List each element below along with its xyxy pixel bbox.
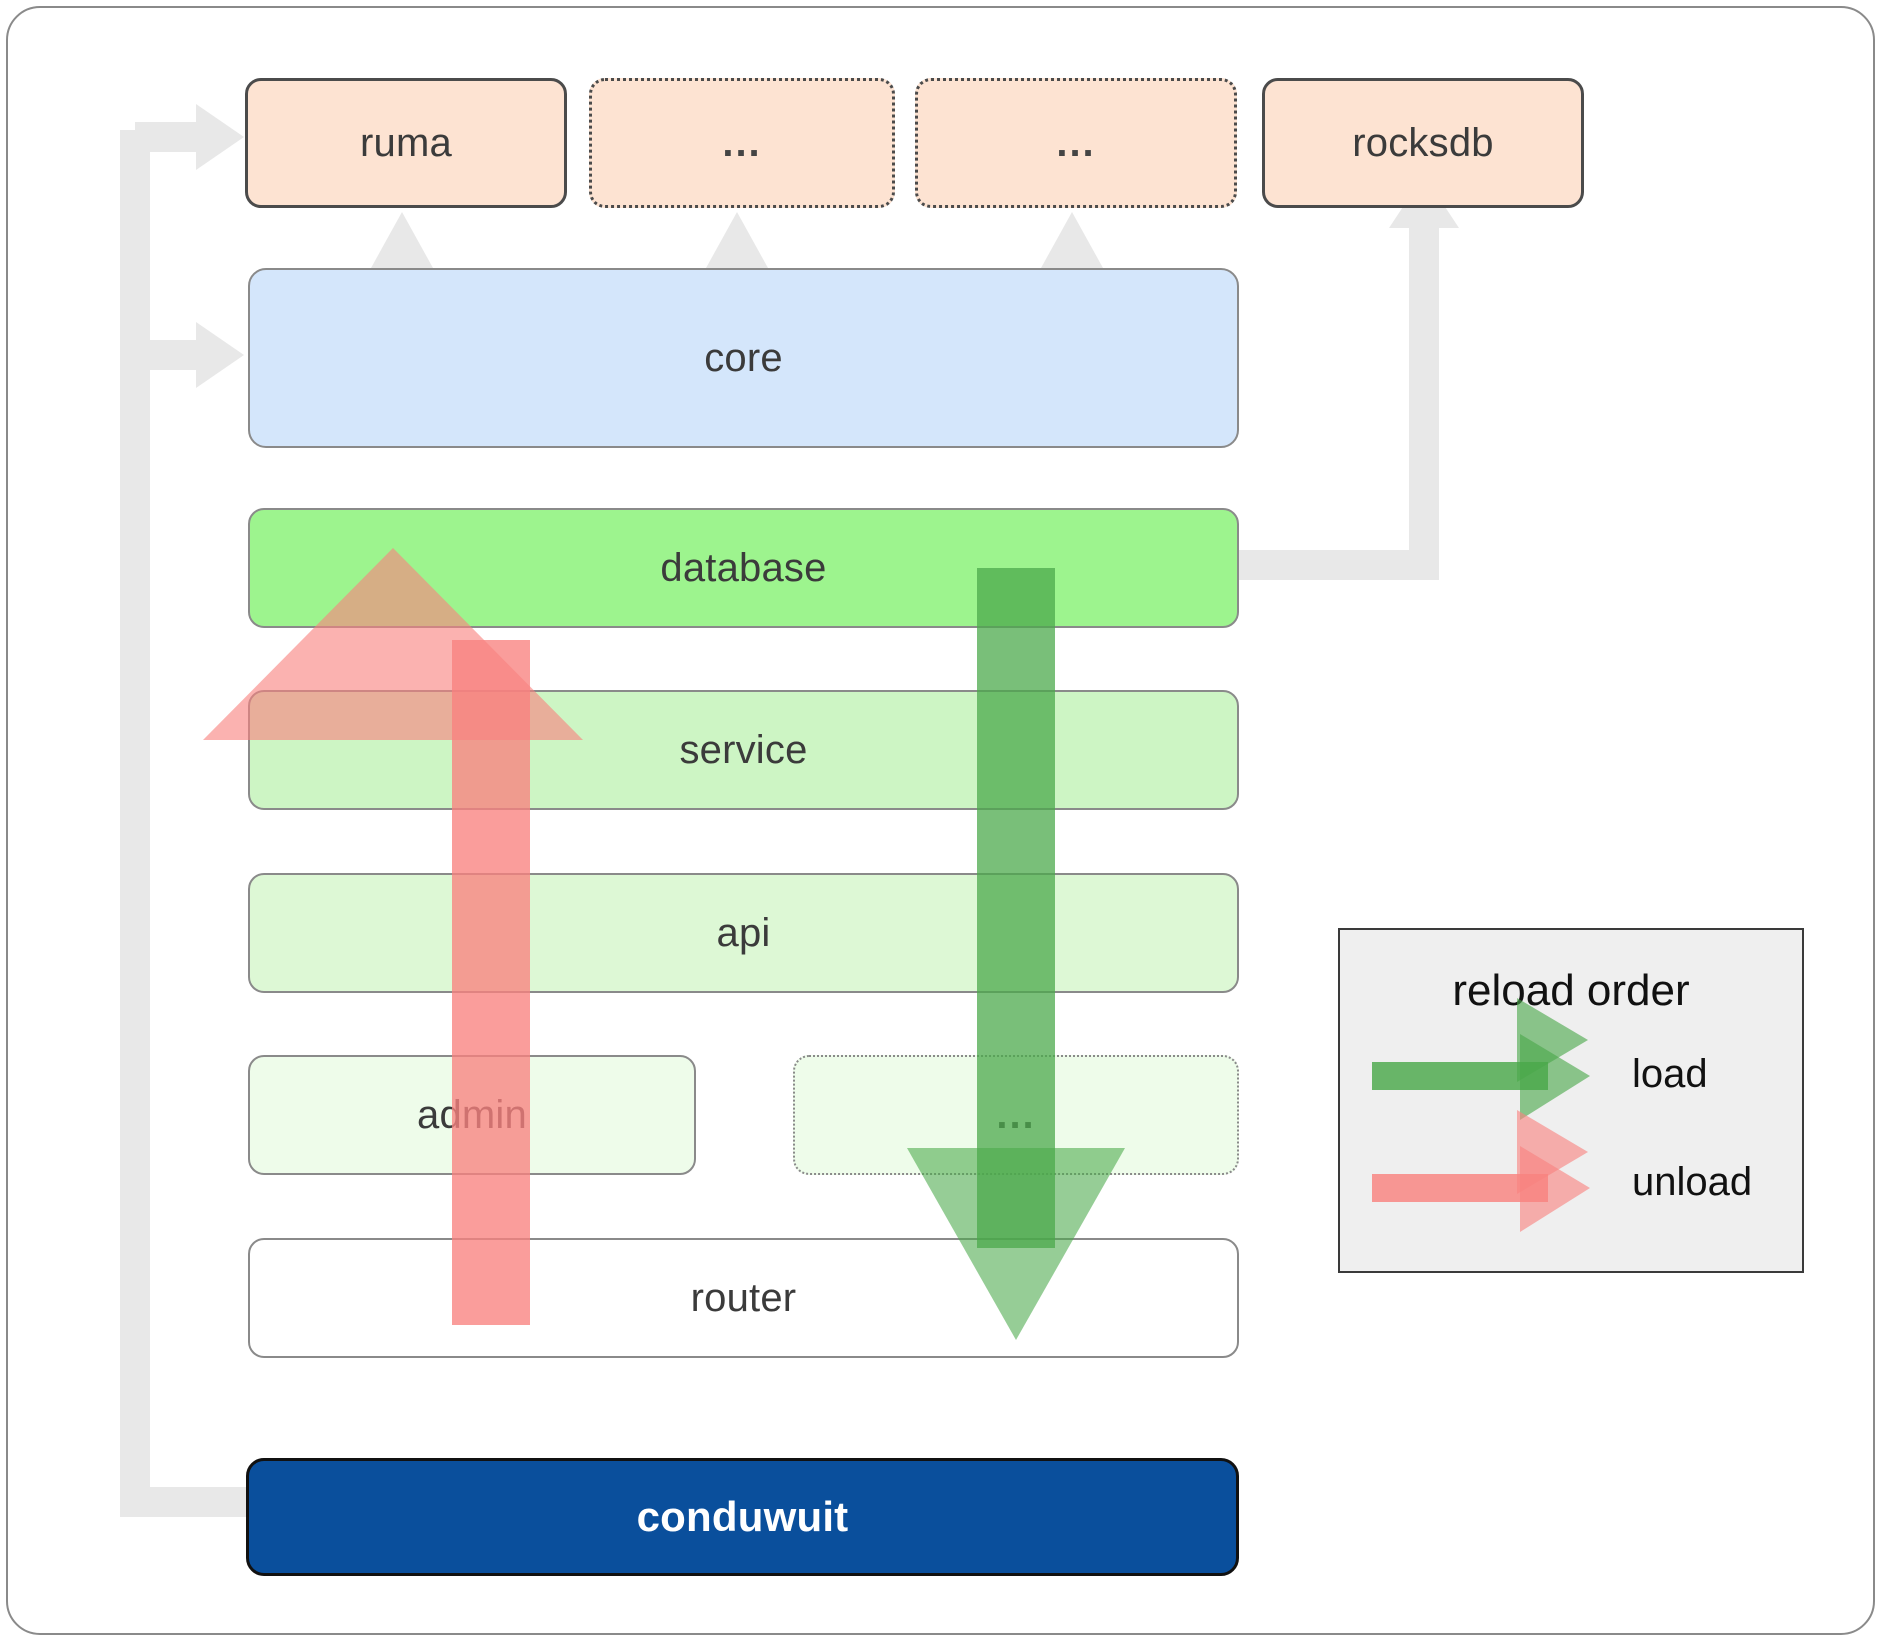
node-admin-ellipsis[interactable]: ... xyxy=(793,1055,1239,1175)
legend-label-unload: unload xyxy=(1632,1160,1753,1204)
node-label: ... xyxy=(722,121,762,165)
node-label: admin xyxy=(417,1093,527,1137)
legend-title: reload order xyxy=(1452,966,1690,1015)
node-rocksdb[interactable]: rocksdb xyxy=(1262,78,1584,208)
node-service[interactable]: service xyxy=(248,690,1239,810)
load-arrow-icon xyxy=(1372,998,1590,1120)
node-label: router xyxy=(690,1276,797,1320)
node-conduwuit[interactable]: conduwuit xyxy=(246,1458,1239,1576)
legend-panel: reload order load unload xyxy=(1338,928,1804,1273)
legend-label-load: load xyxy=(1632,1052,1708,1096)
node-router[interactable]: router xyxy=(248,1238,1239,1358)
node-label: ruma xyxy=(360,121,452,165)
node-label: service xyxy=(679,728,808,772)
unload-arrow-icon xyxy=(1372,1110,1590,1232)
legend-arrow-icons xyxy=(1372,998,1590,1232)
node-core[interactable]: core xyxy=(248,268,1239,448)
node-ellipsis-1[interactable]: ... xyxy=(589,78,895,208)
node-ruma[interactable]: ruma xyxy=(245,78,567,208)
node-database[interactable]: database xyxy=(248,508,1239,628)
node-label: rocksdb xyxy=(1352,121,1494,165)
node-label: database xyxy=(660,546,827,590)
node-label: ... xyxy=(1056,121,1096,165)
node-label: conduwuit xyxy=(636,1493,849,1540)
node-admin[interactable]: admin xyxy=(248,1055,696,1175)
node-label: api xyxy=(716,911,771,955)
node-ellipsis-2[interactable]: ... xyxy=(915,78,1237,208)
node-label: ... xyxy=(996,1093,1036,1137)
node-api[interactable]: api xyxy=(248,873,1239,993)
diagram-frame xyxy=(6,6,1875,1635)
node-label: core xyxy=(704,336,783,380)
